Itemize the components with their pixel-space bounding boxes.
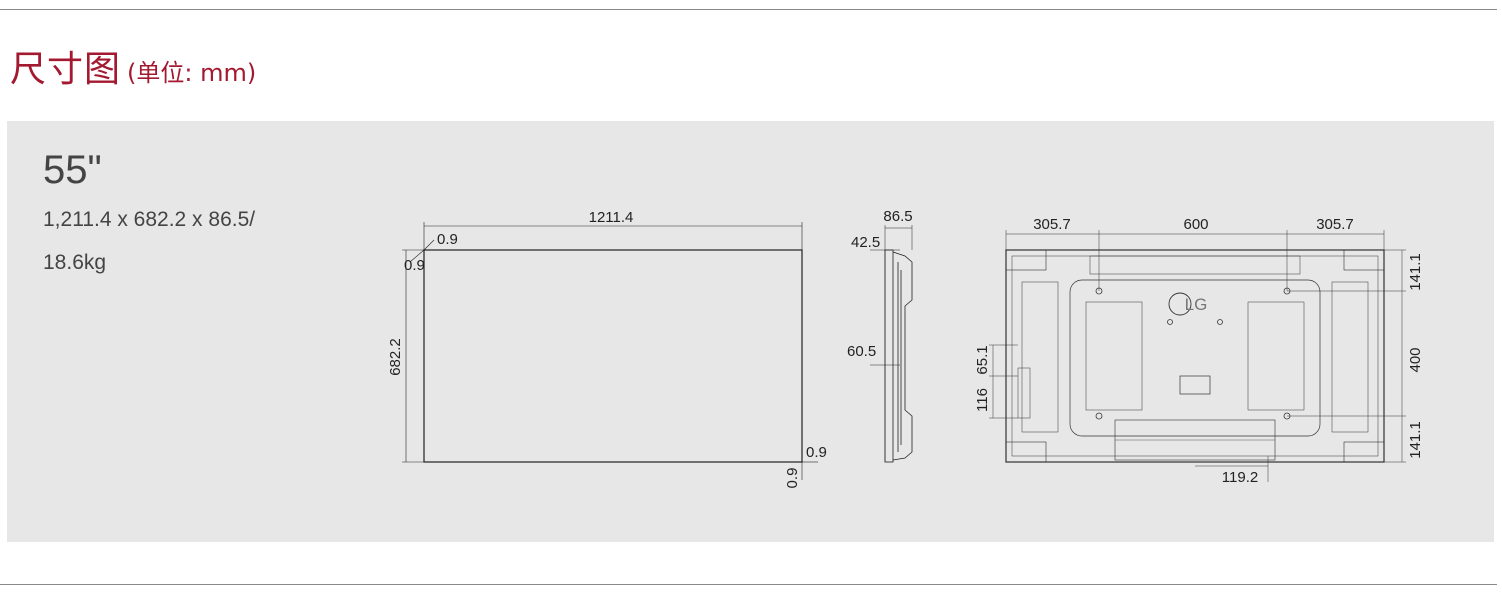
model-weight: 18.6kg <box>43 251 107 274</box>
model-dimensions: 1,211.4 x 682.2 x 86.5/ <box>43 208 256 231</box>
rear-vesa-h-label: 600 <box>1183 216 1208 233</box>
unit-label: (单位: mm) <box>127 59 257 87</box>
rear-left-margin-label: 305.7 <box>1033 216 1071 233</box>
rear-vesa-v-label: 400 <box>1407 347 1424 372</box>
bezel-top-label: 0.9 <box>437 231 458 248</box>
top-divider <box>0 9 1497 10</box>
front-outline <box>423 249 803 463</box>
rear-view <box>989 230 1406 482</box>
rear-bottom-margin-label: 141.1 <box>1407 421 1424 459</box>
side-top-label: 42.5 <box>851 234 880 251</box>
side-view <box>870 225 913 463</box>
front-width-label: 1211.4 <box>589 209 634 226</box>
rear-outline <box>1005 249 1385 463</box>
side-mid-label: 60.5 <box>847 343 876 360</box>
section-title: 尺寸图 <box>10 49 122 90</box>
rear-right-margin-label: 305.7 <box>1316 216 1354 233</box>
rear-port-gap-b-label: 116 <box>974 388 991 412</box>
bezel-bottom-label: 0.9 <box>784 468 801 489</box>
section-heading: 尺寸图 (单位: mm) <box>10 40 256 92</box>
bezel-right-label: 0.9 <box>806 444 827 461</box>
bezel-left-label: 0.9 <box>404 257 425 274</box>
rear-top-margin-label: 141.1 <box>1407 253 1424 291</box>
model-size: 55" <box>43 148 102 192</box>
rear-port-gap-a-label: 65.1 <box>974 345 991 374</box>
lg-logo: LG <box>1185 295 1208 314</box>
front-view <box>402 222 818 480</box>
rear-bottom-offset-label: 119.2 <box>1222 469 1258 486</box>
side-depth-label: 86.5 <box>883 208 912 225</box>
front-height-label: 682.2 <box>387 338 404 376</box>
dimension-panel <box>7 121 1494 542</box>
bottom-divider <box>0 584 1497 585</box>
